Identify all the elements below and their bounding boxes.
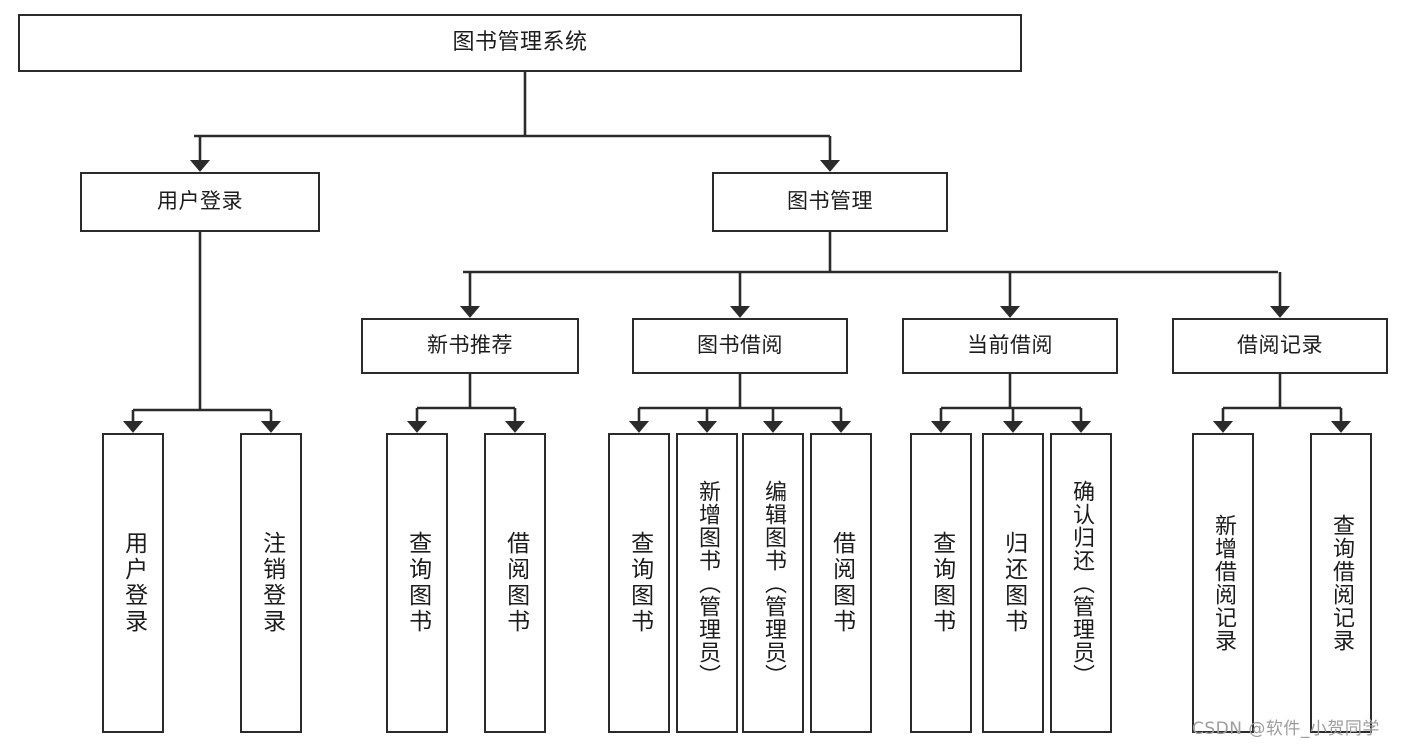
node-leaf-add-book-admin[interactable]: 新增图书（管理员） [676,433,738,733]
node-book-manage[interactable]: 图书管理 [712,172,948,232]
node-leaf-query-book-borrow[interactable]: 查询图书 [608,433,670,733]
node-leaf-confirm-return-admin[interactable]: 确认归还（管理员） [1050,433,1112,733]
node-new-book-rec[interactable]: 新书推荐 [361,318,579,374]
node-leaf-borrow-book-rec[interactable]: 借阅图书 [484,433,546,733]
node-leaf-add-borrow-record[interactable]: 新增借阅记录 [1192,433,1254,733]
node-borrow-record[interactable]: 借阅记录 [1172,318,1388,374]
node-book-borrow[interactable]: 图书借阅 [632,318,848,374]
node-leaf-edit-book-admin[interactable]: 编辑图书（管理员） [742,433,804,733]
node-leaf-user-login[interactable]: 用户登录 [102,433,164,733]
node-current-borrow[interactable]: 当前借阅 [902,318,1118,374]
node-leaf-return-book[interactable]: 归还图书 [982,433,1044,733]
node-leaf-user-logout[interactable]: 注销登录 [240,433,302,733]
node-leaf-query-book-rec[interactable]: 查询图书 [386,433,448,733]
node-root[interactable]: 图书管理系统 [18,14,1022,72]
csdn-watermark: CSDN @软件_小贺同学 [1192,719,1380,739]
node-leaf-borrow-book[interactable]: 借阅图书 [810,433,872,733]
node-leaf-query-borrow-record[interactable]: 查询借阅记录 [1310,433,1372,733]
node-user-login[interactable]: 用户登录 [80,172,320,232]
node-leaf-query-book-cur[interactable]: 查询图书 [910,433,972,733]
